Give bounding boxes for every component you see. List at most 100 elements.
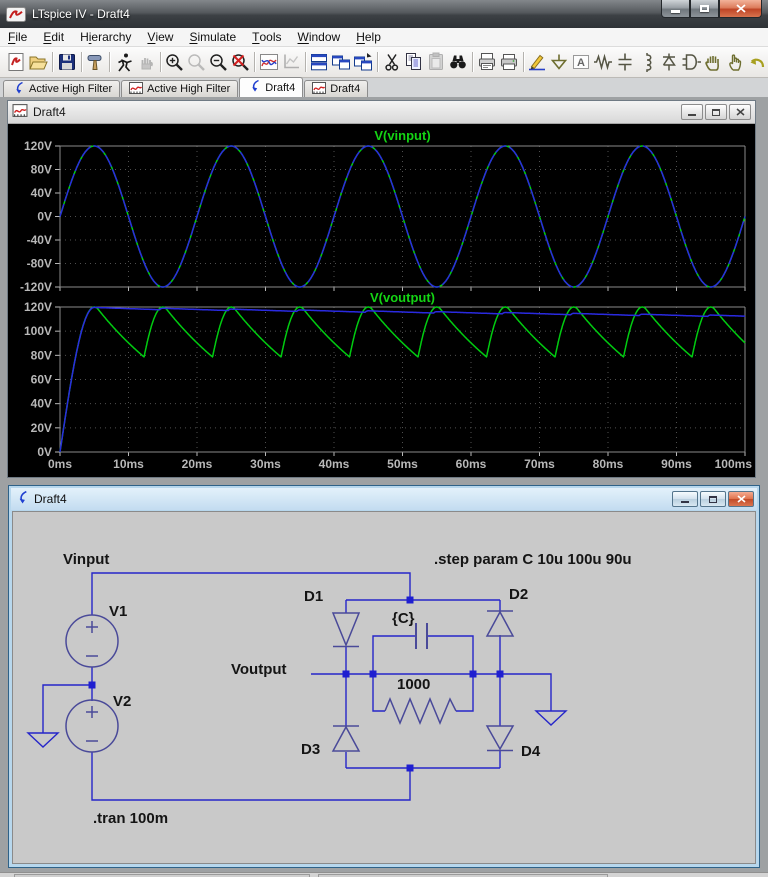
component-icon[interactable] xyxy=(680,50,702,75)
zoom-full-extents-icon[interactable] xyxy=(229,50,251,75)
wave-maximize-button[interactable] xyxy=(705,104,727,120)
copy-icon[interactable] xyxy=(403,50,425,75)
tab-active-high-filter-1[interactable]: Active High Filter xyxy=(121,80,239,97)
run-icon[interactable] xyxy=(113,50,135,75)
components[interactable] xyxy=(65,610,515,753)
svg-text:A: A xyxy=(577,57,585,69)
zoom-out-icon[interactable] xyxy=(207,50,229,75)
svg-text:60V: 60V xyxy=(31,373,52,387)
waveform-plot[interactable]: 120V80V40V0V-40V-80V-120VV(vinput)120V10… xyxy=(8,124,755,476)
component-label-d3[interactable]: D3 xyxy=(301,741,321,758)
minimize-button[interactable] xyxy=(661,0,690,18)
plot-settings-icon[interactable] xyxy=(258,50,280,75)
ground-left xyxy=(26,732,60,748)
net-label-icon[interactable]: A xyxy=(570,50,592,75)
component-value-r[interactable]: 1000 xyxy=(397,676,431,693)
move-icon[interactable] xyxy=(702,50,724,75)
diode-d3[interactable] xyxy=(331,725,361,752)
schem-close-button[interactable] xyxy=(728,491,754,507)
wave-minimize-button[interactable] xyxy=(681,104,703,120)
print-preview-icon[interactable] xyxy=(476,50,498,75)
component-label-d2[interactable]: D2 xyxy=(509,586,529,603)
voltage-source-v1[interactable] xyxy=(65,614,119,668)
directive-tran[interactable]: .tran 100m xyxy=(93,810,169,827)
schematic-canvas[interactable]: Vinput .step param C 10u 100u 90u V1 D1 … xyxy=(12,511,756,864)
toolbar-separator xyxy=(109,52,110,72)
tab-schematic-icon xyxy=(247,79,261,96)
tile-vertical-icon[interactable] xyxy=(330,50,352,75)
svg-text:V(vinput): V(vinput) xyxy=(374,128,430,143)
diode-d1[interactable] xyxy=(331,612,361,648)
svg-text:V(voutput): V(voutput) xyxy=(370,290,435,305)
net-label-voutput[interactable]: Voutput xyxy=(231,661,287,678)
tab-active-high-filter-0[interactable]: Active High Filter xyxy=(3,80,121,97)
maximize-button[interactable] xyxy=(690,0,719,18)
tab-label: Active High Filter xyxy=(29,83,113,95)
svg-text:40ms: 40ms xyxy=(319,457,350,471)
cascade-icon[interactable] xyxy=(352,50,374,75)
component-value-c[interactable]: {C} xyxy=(392,610,415,627)
cut-icon[interactable] xyxy=(381,50,403,75)
print-icon[interactable] xyxy=(498,50,520,75)
schematic-wires[interactable] xyxy=(42,572,552,801)
ltspice-logo-icon xyxy=(6,6,26,22)
halt-icon[interactable] xyxy=(135,50,157,75)
toolbar-separator xyxy=(159,52,161,72)
save-icon[interactable] xyxy=(56,50,78,75)
component-label-v1[interactable]: V1 xyxy=(109,603,128,620)
ground-icon[interactable] xyxy=(548,50,570,75)
wave-close-button[interactable] xyxy=(729,104,751,120)
zoom-back-icon[interactable] xyxy=(185,50,207,75)
paste-icon[interactable] xyxy=(425,50,447,75)
resistor-icon[interactable] xyxy=(592,50,614,75)
voltage-source-v2[interactable] xyxy=(65,699,119,753)
zoom-in-icon[interactable] xyxy=(163,50,185,75)
schem-maximize-button[interactable] xyxy=(700,491,726,507)
capacitor-c[interactable] xyxy=(415,623,428,649)
inductor-icon[interactable] xyxy=(636,50,658,75)
svg-text:70ms: 70ms xyxy=(524,457,555,471)
schematic-window-titlebar[interactable]: Draft4 xyxy=(11,488,757,510)
net-label-vinput[interactable]: Vinput xyxy=(63,551,110,568)
resistor-r[interactable] xyxy=(384,697,457,725)
main-titlebar[interactable]: LTspice IV - Draft4 xyxy=(0,0,768,28)
diode-d2[interactable] xyxy=(485,610,515,637)
wire-icon[interactable] xyxy=(526,50,548,75)
open-file-icon[interactable] xyxy=(27,50,49,75)
waveform-window-titlebar[interactable]: Draft4 xyxy=(8,101,755,124)
svg-text:20V: 20V xyxy=(31,421,52,435)
ground-symbols[interactable] xyxy=(26,710,568,748)
directive-step[interactable]: .step param C 10u 100u 90u xyxy=(434,551,632,568)
tab-draft4-3[interactable]: Draft4 xyxy=(304,80,369,97)
component-label-d4[interactable]: D4 xyxy=(521,743,541,760)
undo-icon[interactable] xyxy=(746,50,768,75)
svg-text:120V: 120V xyxy=(24,139,52,153)
capacitor-icon[interactable] xyxy=(614,50,636,75)
schematic-drawing[interactable] xyxy=(13,515,755,864)
tab-label: Draft4 xyxy=(265,81,296,94)
tile-horizontal-icon[interactable] xyxy=(308,50,330,75)
close-button[interactable] xyxy=(719,0,762,18)
drag-icon[interactable] xyxy=(724,50,746,75)
axis-settings-icon[interactable] xyxy=(280,50,302,75)
toolbar: A xyxy=(0,47,768,78)
svg-text:80ms: 80ms xyxy=(593,457,624,471)
control-panel-icon[interactable] xyxy=(84,50,106,75)
schem-minimize-button[interactable] xyxy=(672,491,698,507)
find-icon[interactable] xyxy=(447,50,469,75)
component-label-v2[interactable]: V2 xyxy=(113,693,132,710)
diode-d4[interactable] xyxy=(485,725,515,752)
component-label-d1[interactable]: D1 xyxy=(304,588,324,605)
tab-draft4-2[interactable]: Draft4 xyxy=(239,77,304,97)
diode-icon[interactable] xyxy=(658,50,680,75)
new-schematic-icon[interactable] xyxy=(5,50,27,75)
